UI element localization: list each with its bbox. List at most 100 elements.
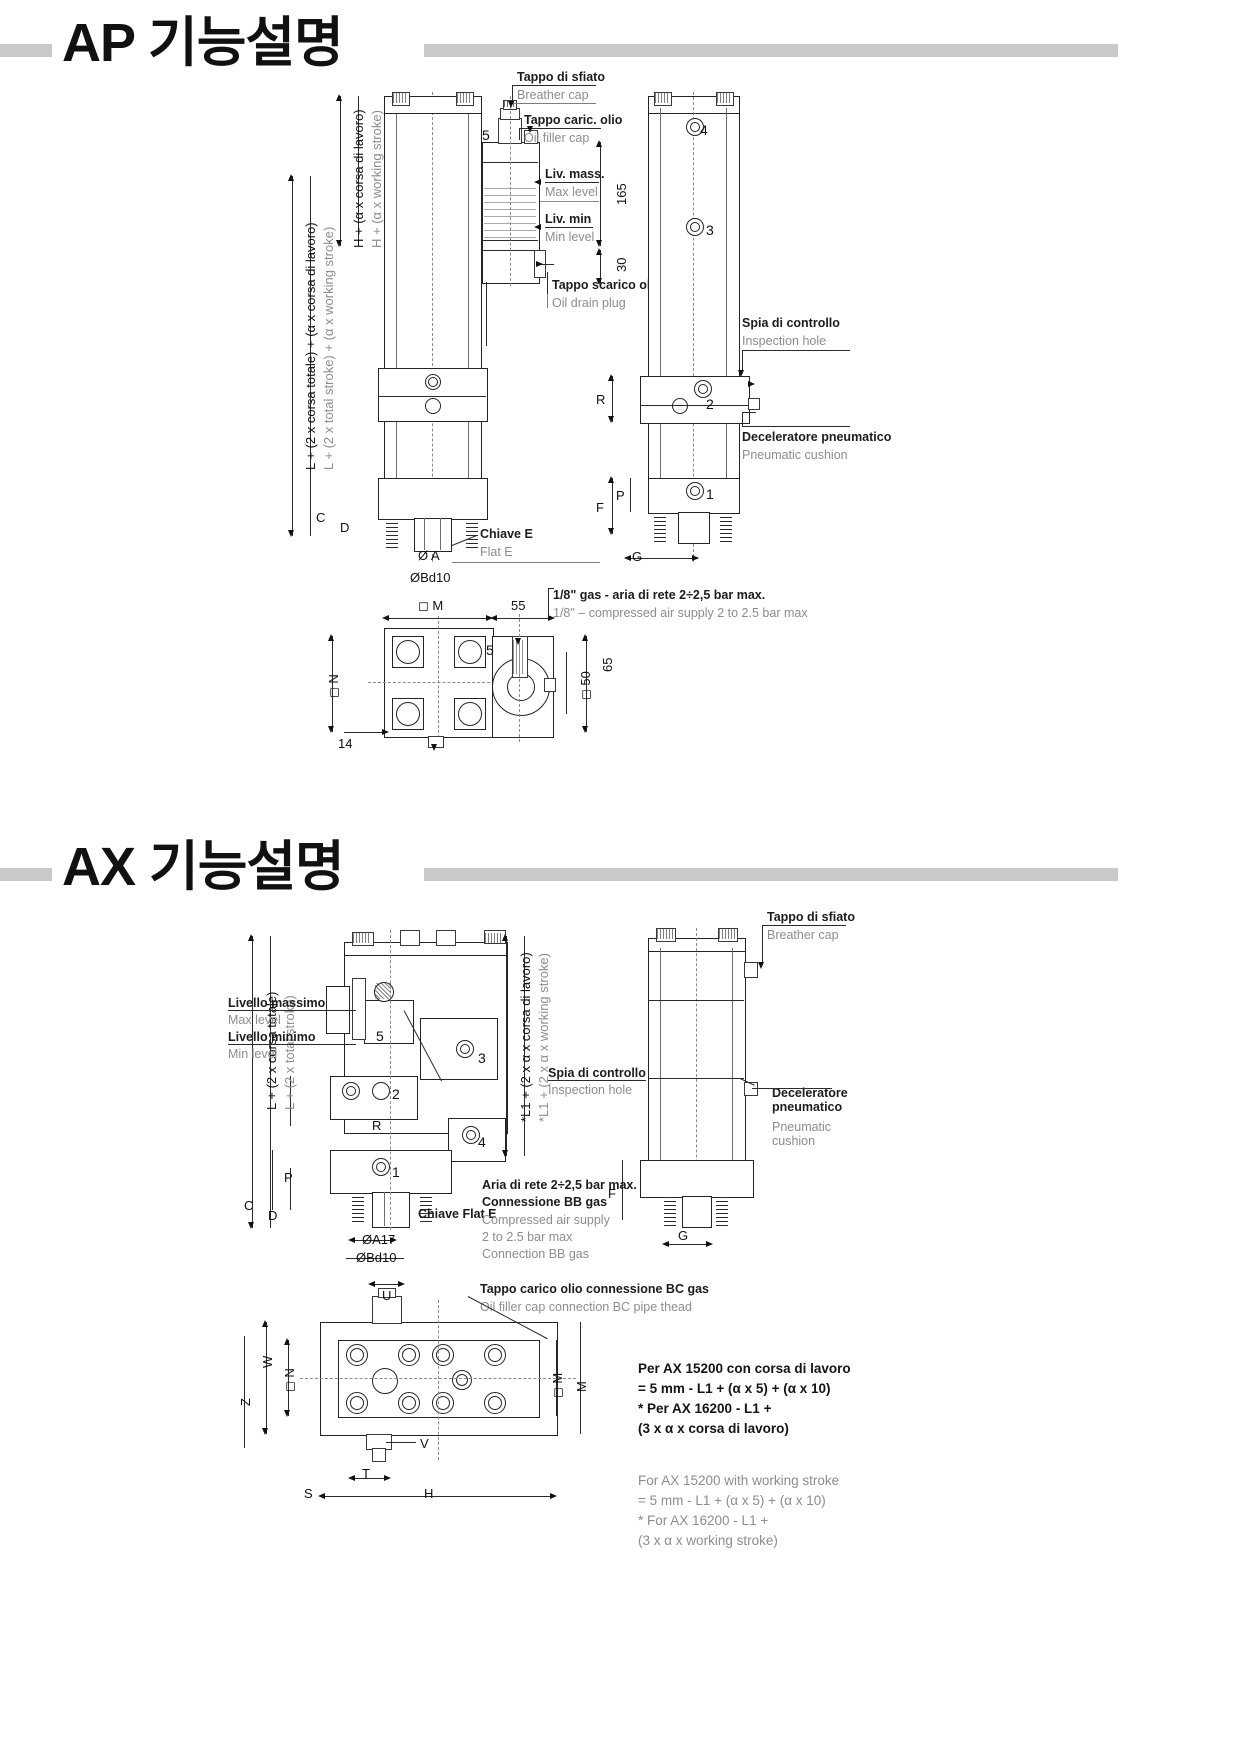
dim-ax-S: S — [304, 1486, 313, 1501]
dim-ax-plan-M-inner: ◻ M — [550, 1372, 565, 1398]
callout-inspection-hole-it: Spia di controllo — [742, 316, 840, 330]
dim-ax-plan-N: ◻ N — [282, 1368, 297, 1392]
square-symbol-ax-m: ◻ — [550, 1387, 565, 1398]
ax-air-supply-it-1: Aria di rete 2÷2,5 bar max. — [482, 1178, 637, 1192]
dim-ap-D: D — [340, 520, 350, 535]
heading-bar-left — [0, 44, 52, 57]
callout-breather-cap-en: Breather cap — [517, 88, 589, 102]
ap-item-4: 4 — [700, 122, 708, 138]
callout-max-level-it: Liv. mass. — [545, 167, 605, 181]
dim-ax-P: P — [284, 1170, 293, 1185]
dim-ax-L-english: L + (2 x total stroke) — [282, 995, 297, 1110]
callout-ax-breather-cap-en: Breather cap — [767, 928, 839, 942]
ax-air-supply-it-2: Connessione BB gas — [482, 1195, 608, 1209]
dim-ap-H-italian: H + (α x corsa di lavoro) — [351, 109, 366, 248]
dim-ap-R: R — [596, 392, 606, 407]
dim-ap-plan-N: ◻ N — [326, 674, 341, 698]
dim-ax-diaA17: ØA17 — [362, 1232, 396, 1247]
dim-ap-F: F — [596, 500, 604, 515]
dim-ax-D: D — [268, 1208, 278, 1223]
callout-pneumatic-cushion-it: Deceleratore pneumatico — [742, 430, 892, 444]
ax-item-4: 4 — [478, 1134, 486, 1150]
dim-ap-L-italian: L + (2 x corsa totale) + (α x corsa di l… — [303, 222, 318, 470]
ax-item-3: 3 — [478, 1050, 486, 1066]
dim-ax-T: T — [362, 1466, 370, 1481]
callout-ax-pneumatic-cushion-en: Pneumatic cushion — [772, 1120, 832, 1148]
ax-note-en-4: (3 x α x working stroke) — [638, 1533, 778, 1548]
callout-ax-min-level-it: Livello minimo — [228, 1030, 316, 1044]
dim-ap-C: C — [316, 510, 326, 525]
ap-item-3: 3 — [706, 222, 714, 238]
ap-item-5: 5 — [482, 127, 490, 143]
callout-breather-cap-it: Tappo di sfiato — [517, 70, 605, 84]
dim-ap-14: 14 — [338, 736, 353, 751]
ax-note-it-2: = 5 mm - L1 + (α x 5) + (α x 10) — [638, 1381, 831, 1396]
ap-item-1: 1 — [706, 486, 714, 502]
dim-ax-H: H — [424, 1486, 434, 1501]
dim-ap-G: G — [632, 549, 643, 564]
heading-bar-right-ax — [424, 868, 1118, 881]
dim-ax-diaBd10: ØBd10 — [356, 1250, 397, 1265]
callout-pneumatic-cushion-en: Pneumatic cushion — [742, 448, 848, 462]
dim-ap-diaBd10: ØBd10 — [410, 570, 451, 585]
page-title-ax: AX 기능설명 — [62, 837, 345, 897]
dim-ap-165: 165 — [614, 183, 629, 205]
dim-ax-L1-italian: *L1 + (2 x α x corsa di lavoro) — [518, 952, 533, 1122]
callout-ax-max-level-it: Livello massimo — [228, 996, 326, 1010]
page-title-ap: AP 기능설명 — [62, 13, 344, 73]
dim-ap-P: P — [616, 488, 625, 503]
callout-flat-e-en: Flat E — [480, 545, 513, 559]
dim-ap-65: 65 — [600, 657, 615, 672]
dim-ap-30: 30 — [614, 257, 629, 272]
callout-ax-min-level-en: Min level — [228, 1047, 278, 1061]
callout-oil-drain-plug-it: Tappo scarico olio — [552, 278, 662, 292]
dim-ap-plan-M: ◻ M — [418, 598, 444, 613]
ax-air-supply-en-1: Compressed air supply — [482, 1213, 610, 1227]
square-symbol-n: ◻ — [326, 687, 341, 698]
dim-ax-U: U — [382, 1288, 392, 1303]
callout-ax-inspection-hole-en: Inspection hole — [548, 1083, 633, 1097]
dim-ax-R: R — [372, 1118, 382, 1133]
square-symbol: ◻ — [418, 598, 429, 613]
dim-ap-55: 55 — [511, 598, 526, 613]
dim-ap-plan-50: ◻ 50 — [578, 671, 593, 700]
section-header-ap: AP 기능설명 — [0, 13, 1240, 84]
dim-ap-diaA: Ø A — [418, 548, 440, 563]
ap-item-2: 2 — [706, 396, 714, 412]
dim-ax-C: C — [244, 1198, 254, 1213]
callout-ax-inspection-hole-it: Spia di controllo — [548, 1066, 646, 1080]
dim-ax-Z: Z — [238, 1398, 253, 1406]
ax-note-it-4: (3 x α x corsa di lavoro) — [638, 1421, 789, 1436]
callout-ax-oil-filler-bc-en: Oil filler cap connection BC pipe thead — [480, 1300, 692, 1314]
callout-max-level-en: Max level — [545, 185, 598, 199]
callout-ax-max-level-en: Max level — [228, 1013, 281, 1027]
dim-ax-W: W — [260, 1355, 275, 1368]
ax-note-it-1: Per AX 15200 con corsa di lavoro — [638, 1361, 851, 1376]
ax-air-supply-en-2: 2 to 2.5 bar max — [482, 1230, 573, 1244]
ax-air-supply-en-3: Connection BB gas — [482, 1247, 590, 1261]
ax-note-en-2: = 5 mm - L1 + (α x 5) + (α x 10) — [638, 1493, 826, 1508]
callout-min-level-it: Liv. min — [545, 212, 592, 226]
dim-ap-L-english: L + (2 x total stroke) + (α x working st… — [321, 226, 336, 470]
callout-inspection-hole-en: Inspection hole — [742, 334, 827, 348]
callout-flat-e-it: Chiave E — [480, 527, 533, 541]
ax-note-en-1: For AX 15200 with working stroke — [638, 1473, 840, 1488]
dim-ax-V: V — [420, 1436, 429, 1451]
heading-bar-right — [424, 44, 1118, 57]
ax-item-5: 5 — [376, 1028, 384, 1044]
dim-ax-F: F — [608, 1186, 616, 1201]
callout-air-supply-it: 1/8" gas - aria di rete 2÷2,5 bar max. — [553, 588, 766, 602]
ax-note-it-3: * Per AX 16200 - L1 + — [638, 1401, 772, 1416]
square-symbol-ax-n: ◻ — [282, 1381, 297, 1392]
ax-item-1: 1 — [392, 1164, 400, 1180]
callout-oil-drain-plug-en: Oil drain plug — [552, 296, 626, 310]
dim-ax-plan-M-outer: M — [574, 1381, 589, 1392]
callout-ax-oil-filler-bc-it: Tappo carico olio connessione BC gas — [480, 1282, 709, 1296]
ax-item-2: 2 — [392, 1086, 400, 1102]
dim-ax-G: G — [678, 1228, 689, 1243]
callout-oil-filler-cap-en: Oil filler cap — [524, 131, 590, 145]
callout-oil-filler-cap-it: Tappo caric. olio — [524, 113, 623, 127]
ax-note-en-3: * For AX 16200 - L1 + — [638, 1513, 769, 1528]
callout-ax-pneumatic-cushion-it: Deceleratore pneumatico — [772, 1086, 848, 1114]
square-symbol-50: ◻ — [578, 689, 593, 700]
